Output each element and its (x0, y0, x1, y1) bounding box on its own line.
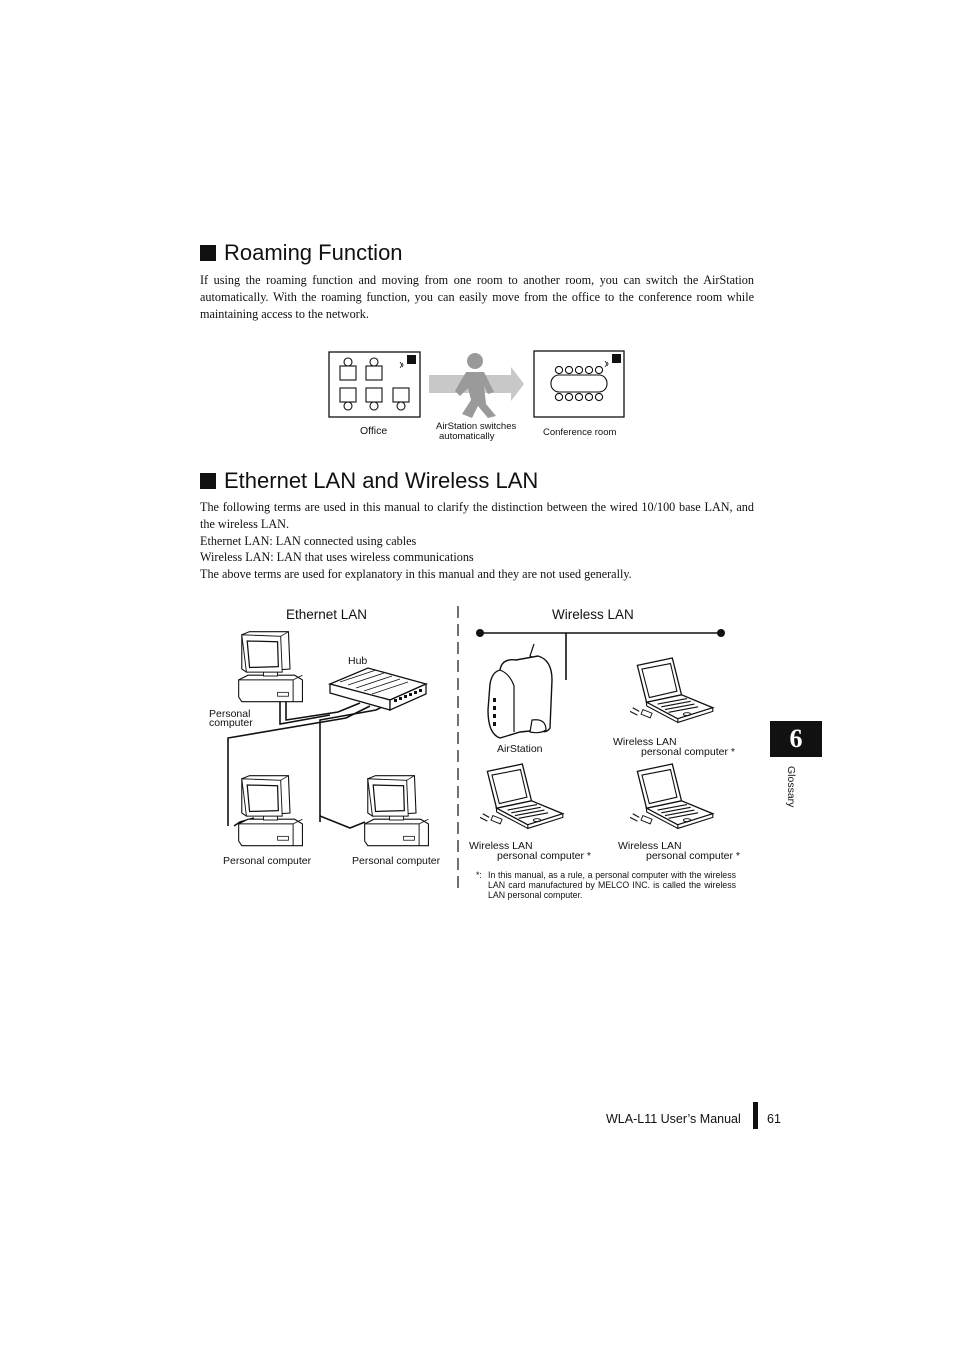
endpoint-dot (717, 629, 725, 637)
airstation-icon (487, 643, 553, 739)
access-point-icon (407, 355, 416, 364)
wireless-pc-label-line2: personal computer * (646, 850, 740, 862)
access-point-icon (612, 354, 621, 363)
laptop-icon (480, 763, 564, 830)
footnote-marker: *: (476, 870, 482, 880)
wireless-heading: Wireless LAN (552, 607, 634, 622)
conference-table (550, 365, 608, 402)
chapter-tab: 6 (770, 721, 822, 757)
lan-paragraph: The following terms are used in this man… (200, 499, 754, 583)
body-text: The above terms are used for explanatory… (200, 567, 632, 582)
pc-label: Personal computer (223, 855, 312, 867)
roaming-figure: Office AirStation switches automatically… (326, 348, 626, 444)
wireless-pc-label-line1: Wireless LAN (618, 840, 682, 852)
chapter-name: Glossary (785, 766, 797, 808)
roaming-illustration (328, 350, 625, 418)
conference-label: Conference room (543, 427, 617, 438)
footer-divider (753, 1102, 758, 1129)
office-desks (339, 357, 410, 411)
body-text: If using the roaming function and moving… (200, 273, 754, 321)
office-label: Office (360, 425, 388, 437)
section-heading-roaming: Roaming Function (200, 240, 403, 266)
chapter-number: 6 (789, 724, 803, 753)
roaming-paragraph: If using the roaming function and moving… (200, 272, 754, 322)
pc-label-line2: computer (209, 717, 253, 729)
signal-icon (399, 361, 404, 369)
hub-label: Hub (348, 655, 368, 667)
lan-figure: Ethernet LAN Wireless LAN Hub Personal c… (200, 600, 760, 905)
switch-label-2: automatically (439, 431, 495, 442)
lan-illustration (227, 606, 725, 892)
airstation-label: AirStation (497, 743, 543, 755)
pc-label-line1: Personal (209, 708, 251, 720)
footnote-text: In this manual, as a rule, a personal co… (488, 870, 736, 900)
heading-bullet-icon (200, 473, 216, 489)
hub-icon (327, 667, 428, 712)
walking-person-icon (455, 353, 496, 418)
footer-manual-name: WLA-L11 User’s Manual (606, 1112, 741, 1126)
pc-label: Personal computer (352, 855, 441, 867)
page-number: 61 (767, 1112, 781, 1126)
wireless-pc-label-line2: personal computer * (497, 850, 591, 862)
wireless-pc-label-line1: Wireless LAN (613, 736, 677, 748)
section-title: Roaming Function (224, 240, 403, 265)
wireless-pc-label-line2: personal computer * (641, 746, 735, 758)
wireless-pc-label-line1: Wireless LAN (469, 840, 533, 852)
desktop-pc-icon (364, 775, 430, 847)
desktop-pc-icon (238, 775, 304, 847)
desktop-pc-icon (238, 631, 304, 703)
ethernet-heading: Ethernet LAN (286, 607, 368, 622)
section-title: Ethernet LAN and Wireless LAN (224, 468, 539, 493)
signal-icon (604, 360, 609, 368)
body-text: The following terms are used in this man… (200, 500, 754, 531)
laptop-icon (630, 763, 714, 830)
switch-label-1: AirStation switches (436, 421, 517, 432)
body-text: Ethernet LAN: LAN connected using cables (200, 533, 417, 548)
heading-bullet-icon (200, 245, 216, 261)
body-text: Wireless LAN: LAN that uses wireless com… (200, 550, 474, 565)
endpoint-dot (476, 629, 484, 637)
section-heading-lan: Ethernet LAN and Wireless LAN (200, 468, 538, 494)
laptop-icon (630, 657, 714, 724)
